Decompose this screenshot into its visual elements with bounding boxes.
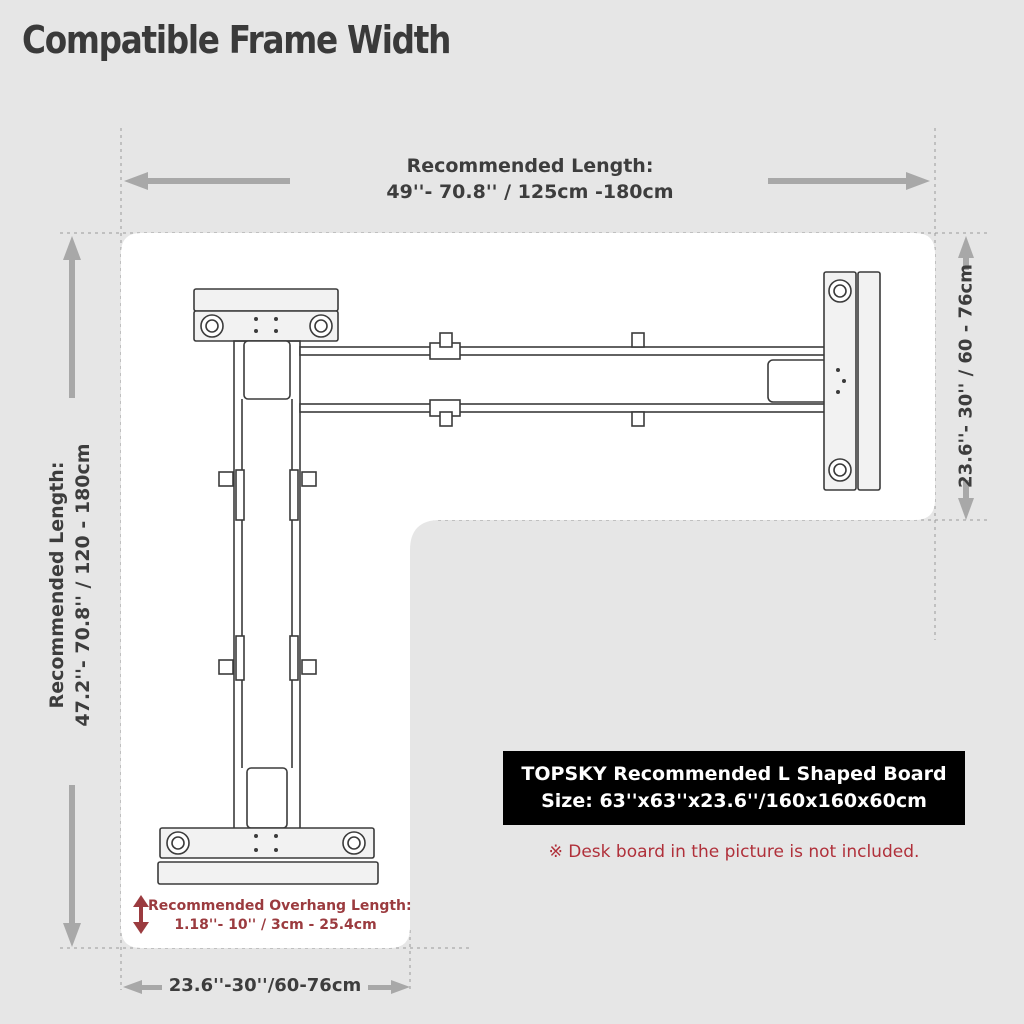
recommended-length-top: Recommended Length: 49''- 70.8'' / 125cm…	[320, 153, 740, 205]
arrow-bottom-left	[123, 980, 162, 994]
recommended-board-box: TOPSKY Recommended L Shaped Board Size: …	[503, 751, 965, 825]
frame-foot-top-left	[193, 288, 339, 342]
arrow-left-up	[63, 236, 81, 398]
board-line-1: TOPSKY Recommended L Shaped Board	[521, 763, 947, 785]
disclaimer-text: ※ Desk board in the picture is not inclu…	[548, 842, 920, 862]
overhang-label: Recommended Overhang Length:	[148, 898, 412, 914]
width-right: 23.6''- 30'' / 60 - 76cm	[955, 264, 977, 488]
overhang-length: Recommended Overhang Length: 1.18''- 10'…	[148, 897, 412, 935]
frame-top-beams	[299, 332, 831, 427]
board-line-2: Size: 63''x63''x23.6''/160x160x60cm	[541, 790, 927, 812]
frame-left-column	[218, 340, 317, 832]
page-title: Compatible Frame Width	[22, 18, 451, 62]
arrow-top-left	[124, 172, 290, 190]
frame-foot-right	[823, 271, 881, 491]
length-left-label: Recommended Length:	[46, 461, 68, 709]
frame-foot-bottom-left	[157, 827, 379, 885]
arrow-top-right	[768, 172, 930, 190]
length-top-value: 49''- 70.8'' / 125cm -180cm	[386, 181, 674, 203]
length-left-value: 47.2''- 70.8'' / 120 - 180cm	[72, 443, 94, 727]
frame-bolt-holes	[254, 317, 846, 852]
length-top-label: Recommended Length:	[406, 155, 654, 177]
arrow-left-down	[63, 785, 81, 947]
arrow-right-down	[958, 480, 974, 520]
dimension-arrows	[63, 172, 974, 994]
arrow-bottom-right	[368, 980, 410, 994]
overhang-arrow-icon	[133, 895, 149, 934]
arrow-right-up	[958, 236, 974, 270]
overhang-value: 1.18''- 10'' / 3cm - 25.4cm	[174, 917, 377, 933]
width-bottom: 23.6''-30''/60-76cm	[168, 975, 362, 996]
desk-frame	[157, 271, 881, 885]
recommended-length-left: Recommended Length: 47.2''- 70.8'' / 120…	[44, 385, 96, 785]
